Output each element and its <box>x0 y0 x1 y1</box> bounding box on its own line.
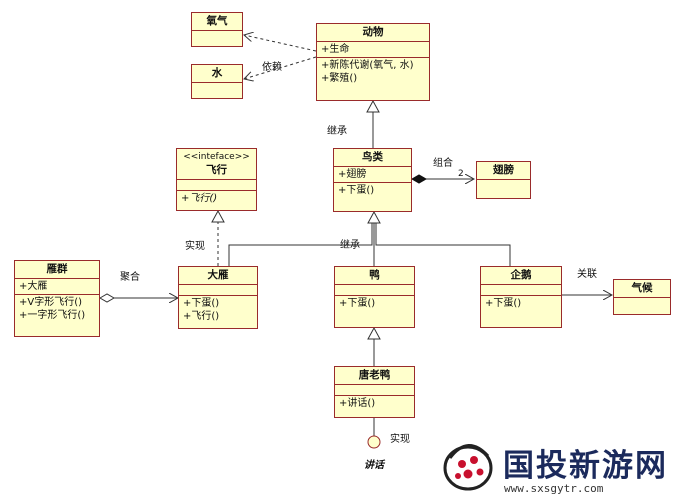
class-water[interactable]: 水 <box>191 64 243 99</box>
method: +飞行() <box>183 311 220 322</box>
class-name: 翅膀 <box>477 162 530 180</box>
class-penguin[interactable]: 企鹅 +下蛋() <box>480 266 562 328</box>
class-name: 企鹅 <box>481 267 561 285</box>
speak-interface-icon <box>367 435 381 449</box>
ladybug-logo-icon <box>443 444 493 491</box>
interface-fly[interactable]: <<inteface>> 飞行 +飞行() <box>176 148 257 211</box>
class-name: 飞行 <box>206 164 227 176</box>
class-oxygen[interactable]: 氧气 <box>191 12 243 47</box>
label-realize-speak: 实现 <box>390 434 410 445</box>
class-name: 鸭 <box>335 267 414 285</box>
method: +新陈代谢(氧气, 水) <box>321 60 414 71</box>
attribute: +翅膀 <box>338 169 367 180</box>
method: +下蛋() <box>338 185 375 196</box>
class-name: 气候 <box>614 280 670 298</box>
class-name: 动物 <box>317 24 429 42</box>
method: +下蛋() <box>183 298 220 309</box>
realize-triangle-fly <box>211 209 225 223</box>
label-realize-fly: 实现 <box>185 241 205 252</box>
inherit-triangle-animal <box>366 99 380 113</box>
inherit-triangle-bird <box>367 210 381 224</box>
method: +V字形飞行() <box>19 297 83 308</box>
methods-section: +下蛋() +飞行() <box>179 296 257 324</box>
label-inherit-mid: 继承 <box>340 240 360 251</box>
attributes-section: +生命 <box>317 42 429 58</box>
watermark-text: 国投新游网 <box>503 448 668 484</box>
label-dependency: 依赖 <box>262 62 282 73</box>
method: +繁殖() <box>321 73 358 84</box>
class-name: 鸟类 <box>334 149 411 167</box>
attribute: +生命 <box>321 44 350 55</box>
attributes-section: +翅膀 <box>334 167 411 183</box>
method: +一字形飞行() <box>19 310 86 321</box>
methods-section: +讲话() <box>335 396 414 411</box>
class-name: 唐老鸭 <box>335 367 414 385</box>
label-inherit-top: 继承 <box>327 126 347 137</box>
method: +下蛋() <box>339 298 376 309</box>
class-animal[interactable]: 动物 +生命 +新陈代谢(氧气, 水) +繁殖() <box>316 23 430 101</box>
class-name: 雁群 <box>15 261 99 279</box>
aggregation-diamond <box>98 293 116 303</box>
class-goose[interactable]: 大雁 +下蛋() +飞行() <box>178 266 258 329</box>
label-aggregation: 聚合 <box>120 272 140 283</box>
class-wing[interactable]: 翅膀 <box>476 161 531 199</box>
composition-diamond <box>410 174 428 184</box>
class-goose-flock[interactable]: 雁群 +大雁 +V字形飞行() +一字形飞行() <box>14 260 100 337</box>
class-donald-duck[interactable]: 唐老鸭 +讲话() <box>334 366 415 418</box>
inherit-line-penguin <box>375 223 511 266</box>
class-bird[interactable]: 鸟类 +翅膀 +下蛋() <box>333 148 412 212</box>
class-name: 大雁 <box>179 267 257 285</box>
inherit-triangle-duck <box>367 326 381 340</box>
methods-section: +V字形飞行() +一字形飞行() <box>15 295 99 323</box>
stereotype: <<inteface>> <box>183 152 250 162</box>
label-composition: 组合 <box>433 158 453 169</box>
methods-section: +飞行() <box>177 191 256 206</box>
methods-section: +下蛋() <box>334 183 411 198</box>
method: +飞行() <box>181 193 218 204</box>
class-name: 氧气 <box>192 13 242 31</box>
dependency-line-water <box>244 56 317 79</box>
class-duck[interactable]: 鸭 +下蛋() <box>334 266 415 328</box>
attribute: +大雁 <box>19 281 48 292</box>
method: +讲话() <box>339 398 376 409</box>
watermark-url: www.sxsgytr.com <box>504 482 604 495</box>
methods-section: +下蛋() <box>335 296 414 330</box>
method: +下蛋() <box>485 298 522 309</box>
label-speak-interface: 讲话 <box>364 460 384 471</box>
class-name: 水 <box>192 65 242 83</box>
inherit-line-goose <box>228 223 373 266</box>
methods-section: +新陈代谢(氧气, 水) +繁殖() <box>317 58 429 86</box>
attributes-section: +大雁 <box>15 279 99 295</box>
dependency-line-oxygen <box>244 35 317 52</box>
label-association: 关联 <box>577 269 597 280</box>
class-climate[interactable]: 气候 <box>613 279 671 315</box>
methods-section: +下蛋() <box>481 296 561 330</box>
label-composition-multiplicity: 2 <box>458 169 464 179</box>
